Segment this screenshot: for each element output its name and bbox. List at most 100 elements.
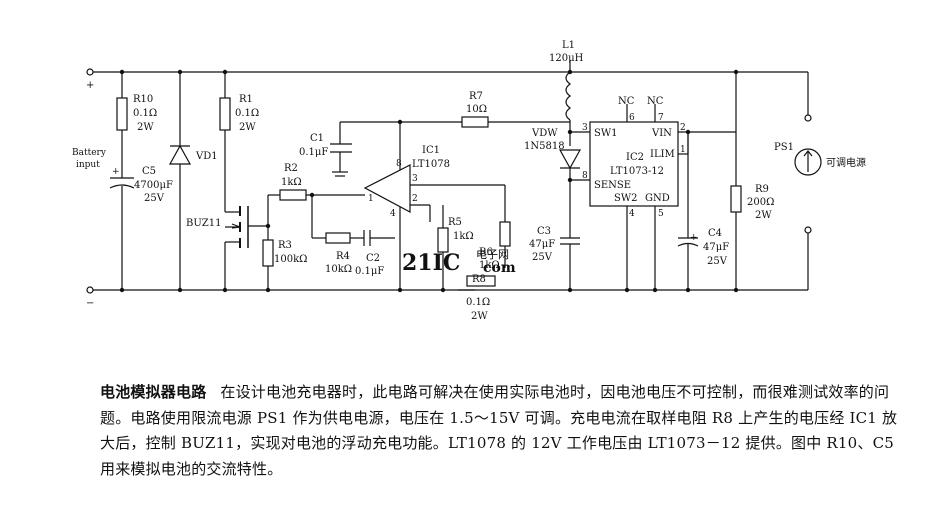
ps1-current-source (794, 148, 822, 176)
r3-name: R3 (278, 240, 292, 251)
ic2-gnd: GND (645, 193, 670, 204)
r5-name: R5 (448, 217, 462, 228)
ic2-pin5: 5 (658, 209, 664, 219)
watermark-cn: 电子网 (476, 248, 509, 261)
ic2-sw1: SW1 (594, 128, 618, 139)
ic1-name: IC1 (422, 145, 440, 156)
r8-power: 2W (471, 311, 488, 322)
r10-value: 0.1Ω (133, 108, 157, 119)
buz11-label: BUZ11 (186, 218, 221, 229)
c5-voltage: 25V (144, 193, 165, 204)
l1-inductor (565, 71, 571, 121)
plus-label: + (86, 80, 94, 91)
caption-text: 在设计电池充电器时，此电路可解决在使用实际电池时，因电池电压不可控制，而很难测试… (100, 383, 898, 478)
vdw-diode (558, 149, 582, 170)
c1-name: C1 (310, 133, 324, 144)
r5-value: 1kΩ (453, 231, 474, 242)
ic2-ilim: ILIM (650, 149, 675, 160)
ic2-block (589, 121, 679, 207)
r8-name: R8 (472, 274, 486, 285)
r7-value: 10Ω (466, 104, 487, 115)
c2-value: 0.1μF (355, 266, 384, 277)
c4-polarity: + (690, 233, 698, 243)
c4-name: C4 (708, 228, 722, 239)
c5-polarity: + (112, 167, 120, 177)
c5-value: 4700μF (134, 180, 173, 191)
figure-caption: 电池模拟器电路在设计电池充电器时，此电路可解决在使用实际电池时，因电池电压不可控… (100, 380, 900, 482)
c5-capacitor-plate-bottom (109, 184, 135, 189)
l1-value: 120μH (549, 53, 584, 64)
ps1-description: 可调电源 (826, 156, 866, 169)
r4-name: R4 (336, 251, 350, 262)
r2-resistor (279, 189, 307, 201)
c4-value: 47μF (703, 242, 729, 253)
c3-voltage: 25V (532, 252, 553, 263)
ic2-vin: VIN (651, 128, 672, 139)
c5-name: C5 (142, 166, 156, 177)
r3-resistor (262, 239, 274, 267)
r3-value: 100kΩ (274, 254, 307, 265)
r6-resistor (499, 221, 511, 247)
r1-name: R1 (239, 94, 253, 105)
r8-value: 0.1Ω (466, 297, 490, 308)
ic1-pin8: 8 (396, 159, 402, 169)
ic1-opamp (363, 164, 411, 213)
r2-name: R2 (284, 163, 298, 174)
negative-terminal (86, 286, 94, 294)
ic1-part: LT1078 (412, 159, 450, 170)
nc2-label: NC (647, 96, 664, 107)
r6-name: R6 (479, 247, 493, 258)
r5-resistor (437, 227, 449, 253)
r10-power: 2W (137, 122, 154, 133)
r1-resistor (219, 97, 231, 131)
vdw-name: VDW (531, 128, 558, 139)
r6-value: 1kΩ (479, 260, 500, 271)
ic2-part: LT1073-12 (610, 166, 664, 177)
caption-title: 电池模拟器电路 (100, 383, 207, 401)
ic2-sw2: SW2 (614, 193, 638, 204)
r10-name: R10 (133, 94, 153, 105)
ic2-pin7: 7 (658, 113, 664, 123)
ic1-pin4: 4 (390, 209, 396, 219)
watermark-suffix: com (483, 260, 516, 276)
ic1-pin3: 3 (412, 174, 418, 184)
nc1-label: NC (618, 96, 635, 107)
ic1-pin1: 1 (368, 194, 374, 204)
r10-resistor (116, 97, 128, 131)
positive-terminal (86, 68, 94, 76)
ic2-sense: SENSE (594, 180, 631, 191)
r4-value: 10kΩ (325, 264, 352, 275)
ic2-pin4: 4 (629, 209, 635, 219)
r1-value: 0.1Ω (235, 108, 259, 119)
ic2-pin8: 8 (582, 171, 588, 181)
c3-value: 47μF (529, 239, 555, 250)
ic2-name: IC2 (626, 152, 644, 163)
r7-name: R7 (469, 91, 483, 102)
ic2-pin2: 2 (680, 123, 686, 133)
c3-name: C3 (537, 226, 551, 237)
r9-name: R9 (755, 184, 769, 195)
l1-name: L1 (562, 40, 575, 51)
r4-resistor (325, 232, 351, 244)
vd1-diode (168, 144, 192, 165)
r9-value: 200Ω (747, 197, 774, 208)
r2-value: 1kΩ (281, 177, 302, 188)
vd1-label: VD1 (195, 151, 218, 162)
c1-value: 0.1μF (299, 147, 328, 158)
minus-label: − (86, 298, 94, 309)
ic1-pin2: 2 (412, 194, 418, 204)
battery-input-label-2: input (76, 160, 100, 170)
c4-voltage: 25V (707, 256, 728, 267)
r1-power: 2W (239, 122, 256, 133)
r9-resistor (730, 185, 742, 213)
r7-resistor (461, 116, 489, 128)
battery-input-label-1: Battery (72, 148, 107, 158)
battery-simulator-schematic: 21IC com 电子网 + − Battery input R10 0.1Ω … (72, 40, 866, 322)
ic2-pin1: 1 (680, 145, 686, 155)
ic2-pin3: 3 (582, 123, 588, 133)
r9-power: 2W (755, 210, 772, 221)
r8-resistor (466, 275, 496, 287)
ps1-name: PS1 (774, 142, 794, 153)
ic2-pin6: 6 (629, 113, 635, 123)
vdw-part: 1N5818 (524, 141, 565, 152)
